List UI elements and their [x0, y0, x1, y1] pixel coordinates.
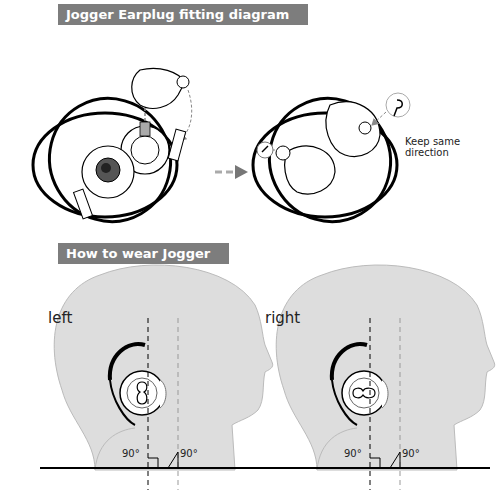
head-left [54, 265, 273, 470]
earplug-before [27, 68, 193, 243]
note-text: Keep same direction [405, 136, 485, 158]
section-header: How to wear Jogger [58, 243, 229, 264]
next-arrow [215, 165, 248, 179]
angle-label: 90° [344, 448, 362, 459]
guide-lines [40, 318, 490, 490]
header-text: How to wear Jogger [66, 246, 210, 261]
section-header: Jogger Earplug fitting diagram [58, 4, 308, 25]
header-text: Jogger Earplug fitting diagram [66, 7, 289, 22]
angle-label: 90° [122, 448, 140, 459]
side-label: left [48, 310, 72, 327]
side-label: right [265, 310, 300, 327]
angle-label: 90° [402, 448, 420, 459]
angle-label: 90° [180, 448, 198, 459]
head-right [276, 265, 495, 470]
earplug-after [247, 76, 413, 243]
